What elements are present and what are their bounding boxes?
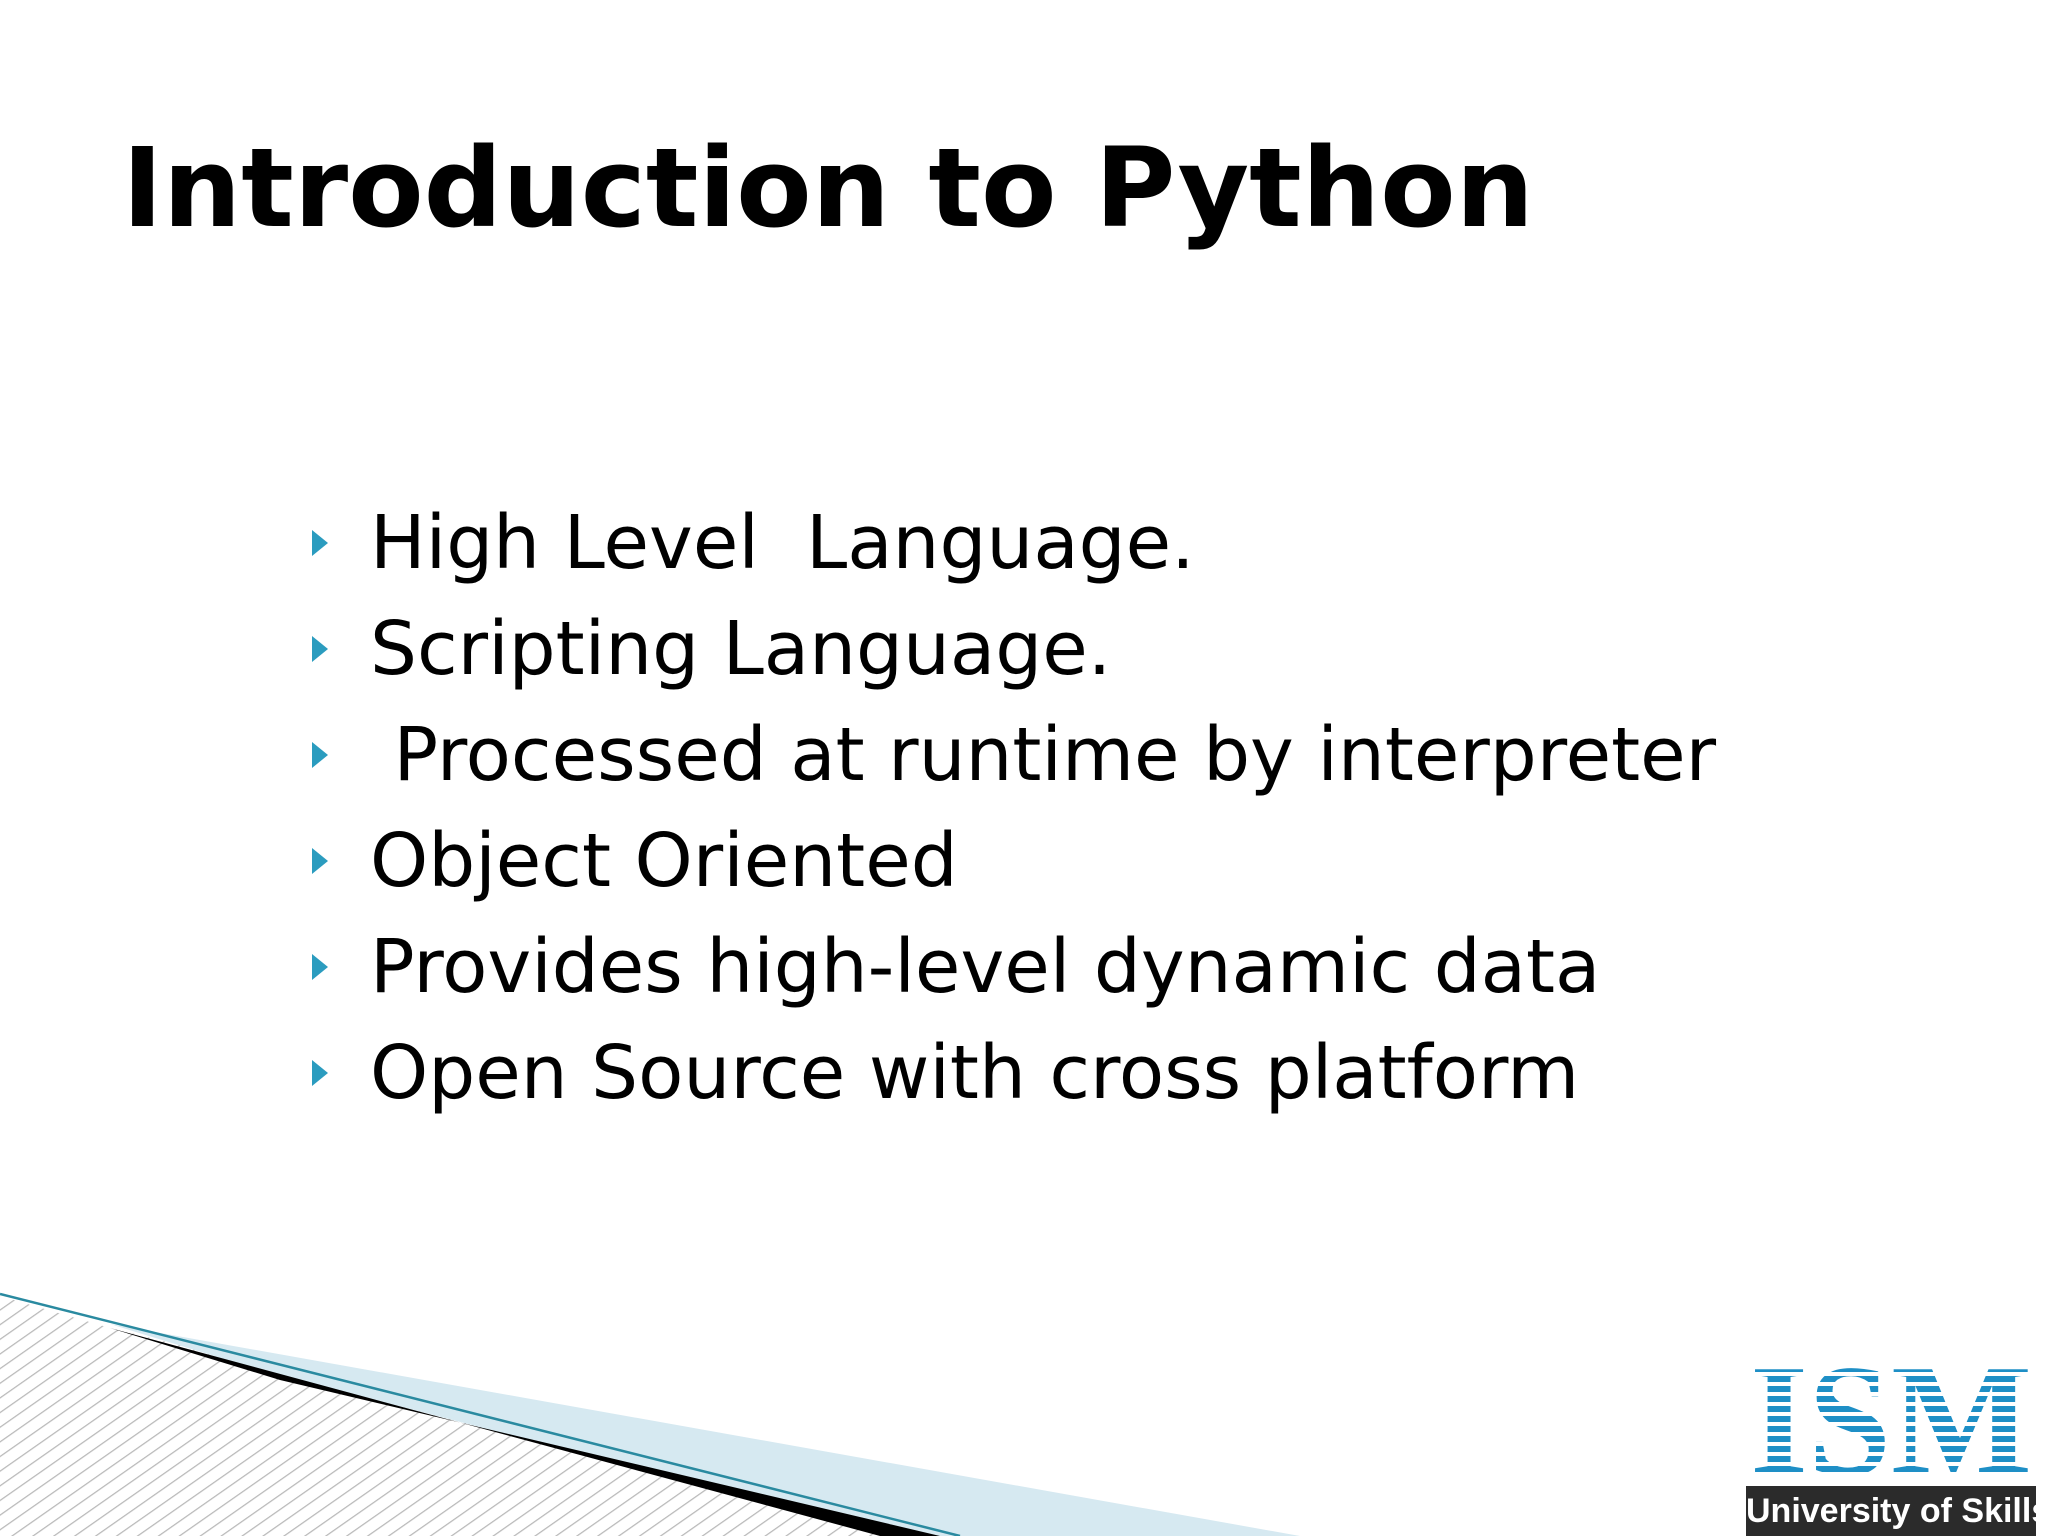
ism-logo-letters: ISM [1750, 1346, 2032, 1482]
list-item: Scripting Language. [312, 596, 1716, 702]
triangle-right-icon [312, 742, 370, 768]
light-blue-band [110, 1324, 1300, 1536]
triangle-right-icon [312, 1060, 370, 1086]
triangle-right-icon [312, 848, 370, 874]
bullet-text: High Level Language. [370, 500, 1195, 586]
hatched-area [0, 1296, 960, 1536]
triangle-right-icon [312, 530, 370, 556]
logo-caption: University of Skills [1746, 1486, 2048, 1536]
bullet-text: Object Oriented [370, 818, 958, 904]
triangle-right-icon [312, 636, 370, 662]
list-item: Provides high-level dynamic data [312, 914, 1716, 1020]
slide-title: Introduction to Python [122, 124, 1534, 252]
list-item: Open Source with cross platform [312, 1020, 1716, 1126]
bullet-text: Open Source with cross platform [370, 1030, 1580, 1116]
list-item: High Level Language. [312, 490, 1716, 596]
teal-edge-line [0, 1292, 961, 1536]
bullet-list: High Level Language. Scripting Language.… [312, 490, 1716, 1126]
list-item: Object Oriented [312, 808, 1716, 914]
bullet-text: Processed at runtime by interpreter [370, 712, 1717, 798]
bullet-text: Provides high-level dynamic data [370, 924, 1601, 1010]
triangle-right-icon [312, 954, 370, 980]
bullet-text: Scripting Language. [370, 606, 1112, 692]
decorative-swoosh [0, 1292, 1300, 1536]
list-item: Processed at runtime by interpreter [312, 702, 1716, 808]
svg-text:ISM: ISM [1750, 1346, 2032, 1482]
ism-logo: ISM University of Skills [1746, 1346, 2048, 1536]
